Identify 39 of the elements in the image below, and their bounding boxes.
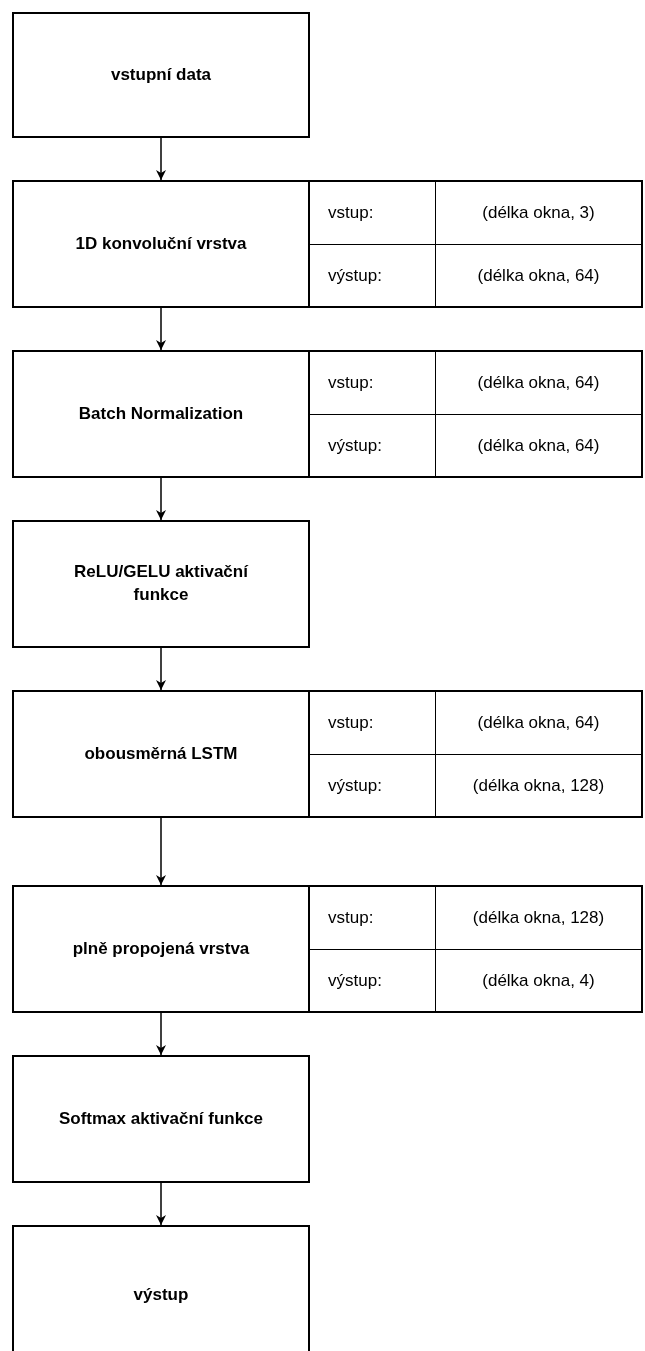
layer-name: obousměrná LSTM	[84, 742, 238, 765]
shape-cell: (délka okna, 128)	[435, 754, 641, 816]
shape-cell: (délka okna, 3)	[435, 182, 641, 244]
io-cell-text: vstup:	[327, 907, 375, 929]
layer-name: plně propojená vrstva	[72, 937, 250, 960]
shape-cell: (délka okna, 64)	[435, 352, 641, 414]
io-cell: výstup:	[308, 949, 435, 1011]
shape-cell: (délka okna, 128)	[435, 887, 641, 949]
layer-name: Softmax aktivační funkce	[58, 1107, 264, 1130]
arrow	[156, 817, 166, 886]
arrow	[156, 307, 166, 351]
shape-cell: (délka okna, 64)	[435, 692, 641, 754]
layer-name: 1D konvoluční vrstva	[75, 232, 247, 255]
io-cell: výstup:	[308, 754, 435, 816]
shape-cell: (délka okna, 64)	[435, 414, 641, 476]
arrow	[156, 647, 166, 691]
process-box	[12, 520, 310, 648]
io-cell-text: vstup:	[327, 712, 375, 734]
layer-name: výstup	[133, 1283, 189, 1306]
layer-name: ReLU/GELU aktivační funkce	[73, 561, 250, 606]
io-cell: výstup:	[308, 244, 435, 306]
process-box	[12, 690, 310, 818]
process-box	[12, 12, 310, 138]
process-box	[12, 1055, 310, 1183]
arrow	[156, 1182, 166, 1226]
io-cell: výstup:	[308, 414, 435, 476]
process-box	[12, 1225, 310, 1351]
process-box	[12, 350, 310, 478]
arrow	[156, 137, 166, 181]
arrow	[156, 1012, 166, 1056]
shape-cell: (délka okna, 64)	[435, 244, 641, 306]
io-cell-text: vstup:	[327, 372, 375, 394]
process-box	[12, 885, 310, 1013]
shape-cell: (délka okna, 4)	[435, 949, 641, 1011]
layer-name: vstupní data	[110, 63, 212, 86]
io-cell-text: vstup:	[327, 202, 375, 224]
layer-name: Batch Normalization	[78, 402, 244, 425]
process-box	[12, 180, 310, 308]
arrow	[156, 477, 166, 521]
